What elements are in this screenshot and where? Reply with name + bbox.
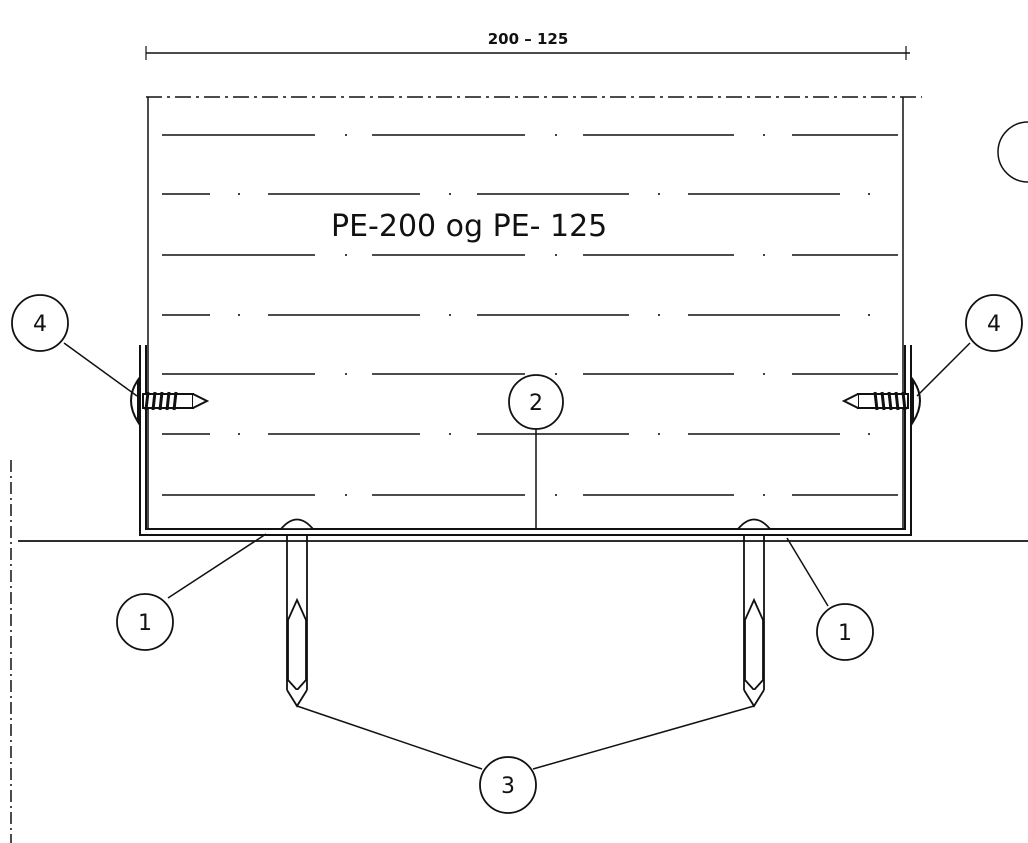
u-bracket — [139, 345, 912, 536]
svg-text:4: 4 — [987, 312, 1001, 337]
svg-text:1: 1 — [138, 611, 152, 636]
detail-circle-fragment — [997, 121, 1028, 183]
dimension-text: 200 – 125 — [488, 30, 569, 48]
insulation-hatching — [162, 134, 898, 496]
callout-left-screw: 4 — [11, 294, 69, 352]
callout-right-screw: 4 — [965, 294, 1023, 352]
left-anchor — [279, 518, 315, 708]
svg-text:2: 2 — [529, 391, 543, 416]
callout-right-washer: 1 — [816, 603, 874, 661]
svg-text:1: 1 — [838, 621, 852, 646]
right-screw — [841, 376, 921, 426]
right-anchor — [736, 518, 772, 708]
callout-anchors: 3 — [479, 756, 537, 814]
left-screw — [130, 376, 210, 426]
profile-label: PE-200 og PE- 125 — [331, 209, 607, 244]
svg-text:4: 4 — [33, 312, 47, 337]
insulation-block — [147, 97, 904, 530]
leader-lines — [63, 342, 971, 770]
svg-text:3: 3 — [501, 774, 515, 799]
callout-bracket: 2 — [508, 374, 564, 430]
dimension-line: 200 – 125 — [145, 30, 910, 60]
callout-left-washer: 1 — [116, 593, 174, 651]
